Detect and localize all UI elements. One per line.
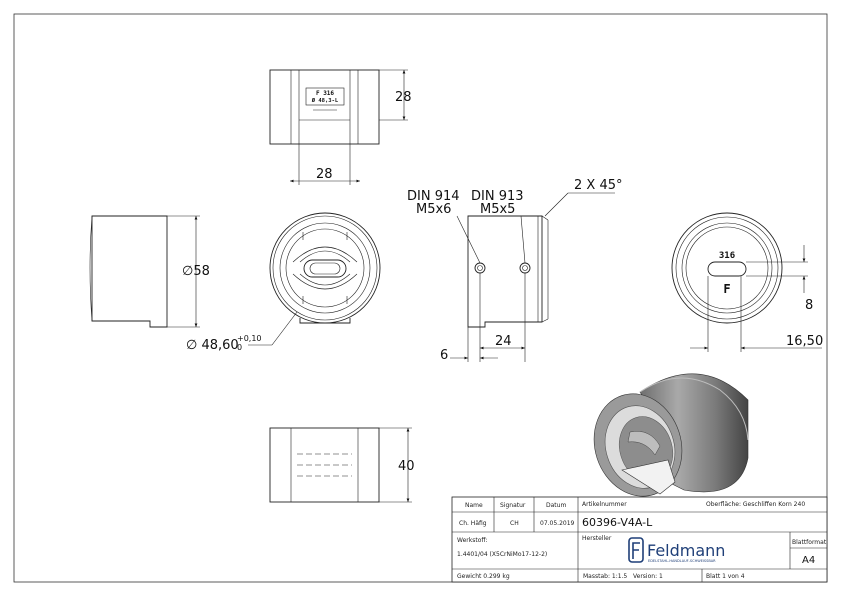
tb-artikelnummer-label: Artikelnummer <box>582 501 627 508</box>
bottom-view: 40 <box>269 427 415 503</box>
tb-oberflaeche: Oberfläche: Geschliffen Korn 240 <box>706 501 805 508</box>
tb-signatur-label: Signatur <box>500 502 526 509</box>
right-end-view: 316 F 8 16,50 <box>671 212 823 352</box>
tb-blattformat-label: Blattformat <box>792 539 827 546</box>
dim-bore-tol-lower: 0 <box>237 343 242 352</box>
tb-name-value: Ch. Häfig <box>459 520 487 527</box>
logo-text: Feldmann <box>647 541 725 560</box>
tb-werkstoff-value: 1.4401/04 (X5CrNiMo17-12-2) <box>457 551 547 558</box>
isometric-render <box>593 373 749 497</box>
front-view: ∅ 48,60 +0,10 0 <box>186 212 381 353</box>
tb-datum-value: 07.05.2019 <box>540 520 575 527</box>
top-marking-line2: Ø 48,3-L <box>311 97 339 104</box>
sheet-border <box>13 13 828 583</box>
dim-diameter: ∅58 <box>182 264 210 279</box>
logo-tagline: EDELSTAHL-HANDLAUF-SCHWEISSBAR <box>648 559 716 563</box>
tb-artikelnummer-value: 60396-V4A-L <box>582 516 653 529</box>
left-side-view: ∅58 <box>89 215 210 328</box>
tb-signatur-value: CH <box>510 520 519 527</box>
tb-version: Version: 1 <box>633 573 663 580</box>
dim-offset-6: 6 <box>440 348 448 363</box>
label-din913-line2: M5x5 <box>480 202 515 217</box>
tb-datum-label: Datum <box>546 502 566 509</box>
dim-right-16-50: 16,50 <box>786 334 823 349</box>
tb-gewicht: Gewicht 0.299 kg <box>457 573 510 580</box>
title-block: Name Signatur Datum Artikelnummer Oberfl… <box>451 496 828 583</box>
section-view: DIN 914 M5x6 DIN 913 M5x5 2 X 45° 6 24 <box>407 178 622 363</box>
right-marking-number: 316 <box>719 251 735 261</box>
dim-bottom-height: 40 <box>398 459 415 474</box>
tb-blatt: Blatt 1 von 4 <box>706 573 745 580</box>
dim-top-width: 28 <box>316 167 333 182</box>
tb-massstab: Masstab: 1:1.5 <box>583 573 627 580</box>
tb-blattformat-value: A4 <box>802 555 815 566</box>
feldmann-logo: Feldmann EDELSTAHL-HANDLAUF-SCHWEISSBAR <box>628 537 725 563</box>
dim-offset-24: 24 <box>495 334 512 349</box>
tb-hersteller-label: Hersteller <box>582 535 612 542</box>
label-din914-line1: DIN 914 <box>407 189 460 204</box>
dim-bore-tol-upper: +0,10 <box>237 334 262 343</box>
dim-top-height: 28 <box>395 90 412 105</box>
label-din913-line1: DIN 913 <box>471 189 524 204</box>
label-din914-line2: M5x6 <box>416 202 451 217</box>
top-view: F 316 Ø 48,3-L 28 28 <box>269 69 412 185</box>
tb-name-label: Name <box>465 502 483 509</box>
right-marking-letter: F <box>723 282 730 296</box>
top-view-body <box>269 69 380 145</box>
tb-werkstoff-label: Werkstoff: <box>457 537 488 544</box>
dim-bore: ∅ 48,60 <box>186 338 239 353</box>
top-marking-line1: F 316 <box>316 90 334 97</box>
marking-frame <box>305 87 345 106</box>
label-chamfer: 2 X 45° <box>574 178 622 193</box>
dim-right-8: 8 <box>805 298 813 313</box>
